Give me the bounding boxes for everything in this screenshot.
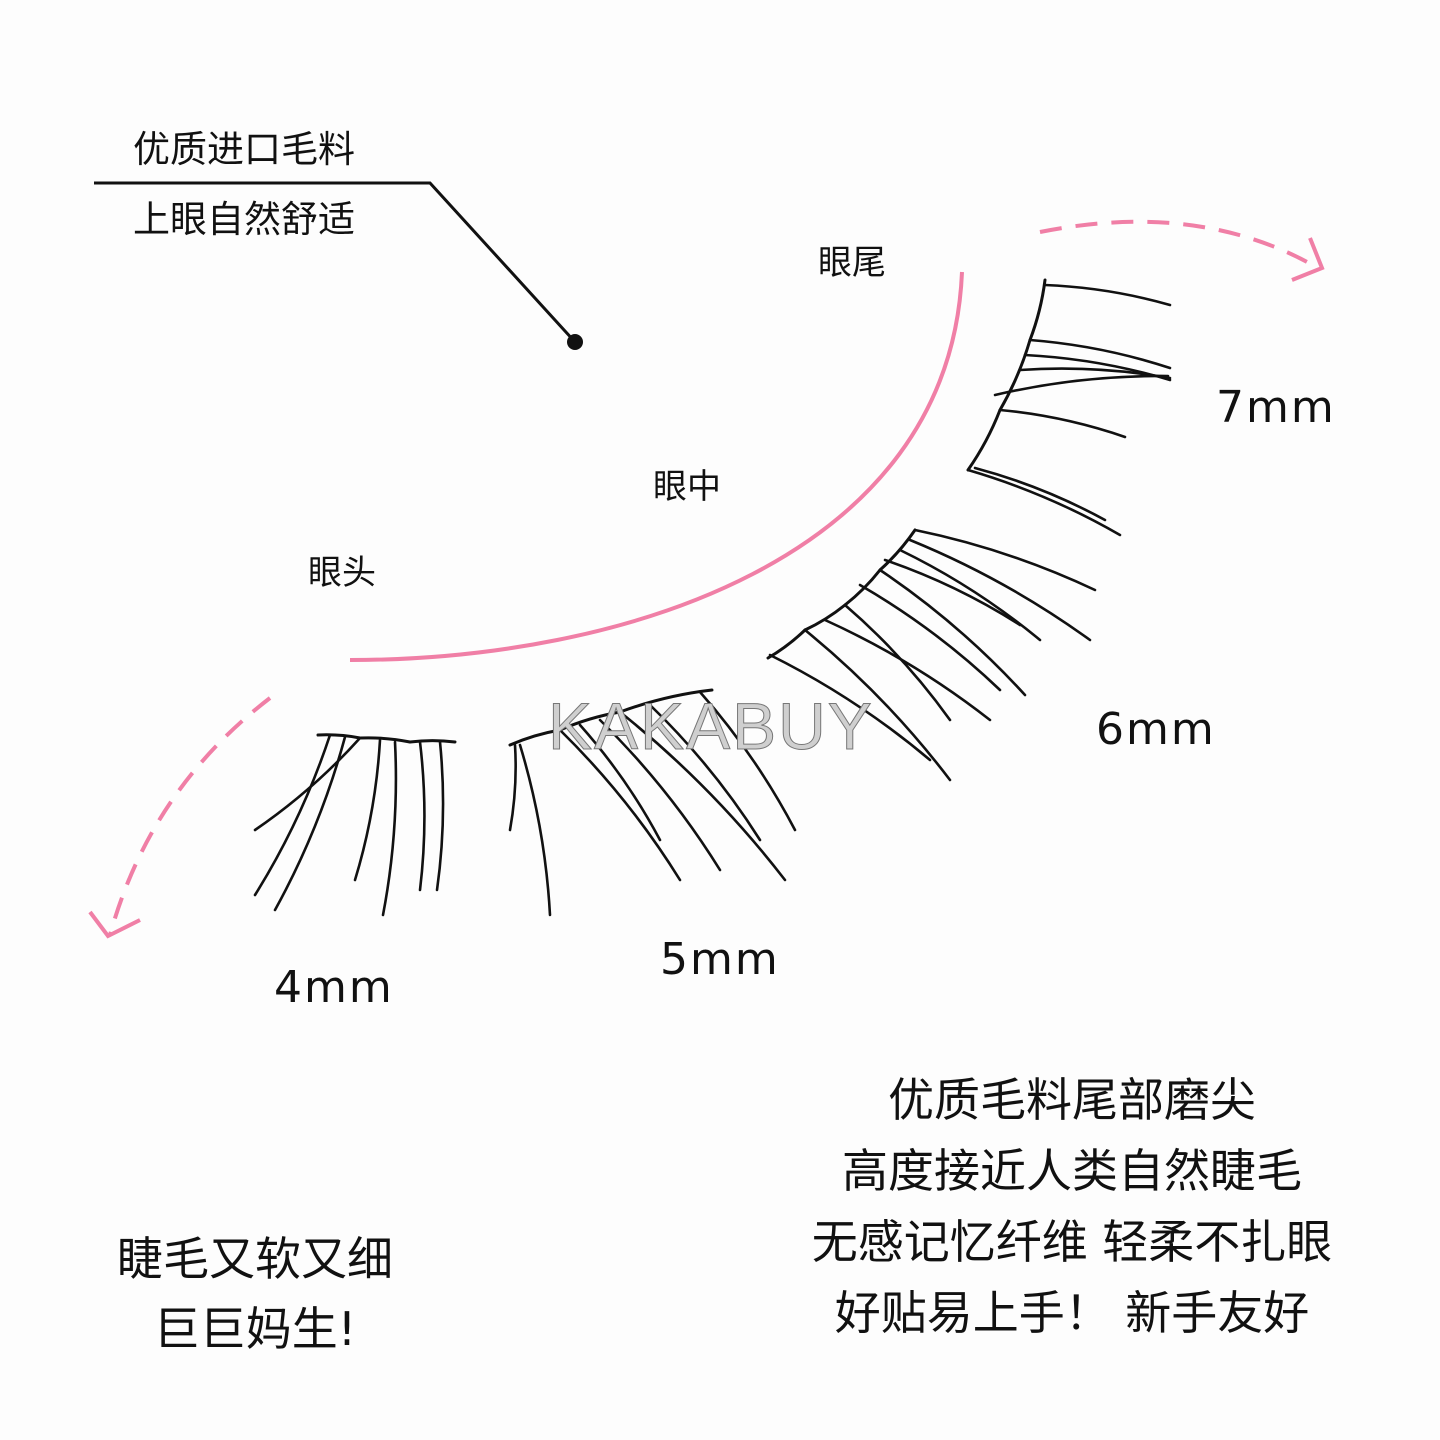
callout-pointer: [94, 181, 583, 350]
lash-band: [966, 408, 1002, 472]
eyelash-hair: [878, 568, 1027, 697]
lash-band: [408, 739, 457, 744]
softness-line1: 睫毛又软又细: [117, 1232, 393, 1286]
eyelash-hair: [803, 628, 952, 782]
length-label-5mm: 5mm: [660, 934, 780, 985]
eyelash-hair: [1043, 283, 1172, 307]
lash-band: [998, 338, 1032, 412]
eyelash-hair: [858, 583, 1002, 692]
eyelash-hair: [578, 723, 662, 842]
lash-band: [618, 688, 714, 714]
eyelash-hair: [883, 558, 1022, 627]
eyelash-hair: [913, 528, 1097, 592]
eyelash-hair: [998, 408, 1127, 439]
feature-line: 无感记忆纤维 轻柔不扎眼: [811, 1215, 1333, 1269]
eyelash-hair: [598, 718, 722, 872]
eyelash-hair: [966, 468, 1122, 537]
callout-line2: 上眼自然舒适: [133, 198, 355, 241]
dashed-arrow-inner: [88, 696, 272, 939]
eyelash-hair: [508, 743, 517, 832]
eyelash-hair: [253, 736, 362, 832]
zone-label-middle: 眼中: [653, 467, 721, 507]
watermark: KAKABUY: [548, 689, 874, 764]
eyelash-hair: [273, 735, 347, 912]
zone-label-head: 眼头: [308, 553, 376, 593]
lash-band: [558, 710, 622, 732]
length-label-6mm: 6mm: [1096, 704, 1216, 755]
eyelash-hair: [518, 743, 552, 917]
eyelash-hair: [973, 466, 1107, 522]
zone-label-tail: 眼尾: [818, 243, 886, 283]
eyelash-hair: [823, 618, 992, 722]
lash-band: [358, 736, 412, 744]
eyelash-hair: [435, 740, 445, 892]
eyelash-hair: [698, 690, 797, 832]
feature-line: 高度接近人类自然睫毛: [842, 1144, 1302, 1198]
lash-band: [508, 728, 562, 747]
lash-band: [803, 603, 847, 632]
eyelash-hair: [418, 740, 426, 892]
eyelash-hair: [618, 710, 787, 882]
eyelash-hair: [381, 740, 398, 917]
dashed-arrow-outer: [1039, 219, 1325, 282]
eyelash-hair: [1028, 338, 1172, 370]
softness-line2: 巨巨妈生!: [153, 1302, 357, 1356]
eyelash-hair: [898, 548, 1042, 642]
eyelash-hair: [558, 728, 682, 882]
lash-band: [766, 628, 807, 660]
eyelash-hair: [908, 538, 1092, 642]
eyelash-hair: [253, 733, 332, 897]
lash-strip: [253, 278, 1172, 917]
feature-line: 好贴易上手！ 新手友好: [834, 1286, 1310, 1340]
softness-text: 睫毛又软又细 巨巨妈生!: [80, 1224, 430, 1364]
eyelash-hair: [768, 653, 932, 762]
feature-line: 优质毛料尾部磨尖: [888, 1073, 1256, 1127]
length-label-7mm: 7mm: [1216, 382, 1336, 433]
eyelash-hair: [648, 703, 762, 842]
eyelash-hair: [353, 738, 382, 882]
lash-band: [878, 528, 917, 572]
lash-band: [1028, 278, 1047, 342]
eyelash-hair: [993, 374, 1170, 397]
lash-band: [316, 733, 362, 740]
eye-contour-arc: [349, 271, 964, 662]
feature-text: 优质毛料尾部磨尖 高度接近人类自然睫毛 无感记忆纤维 轻柔不扎眼 好贴易上手！ …: [760, 1065, 1384, 1349]
length-label-4mm: 4mm: [274, 962, 394, 1013]
callout-line1: 优质进口毛料: [133, 128, 355, 171]
